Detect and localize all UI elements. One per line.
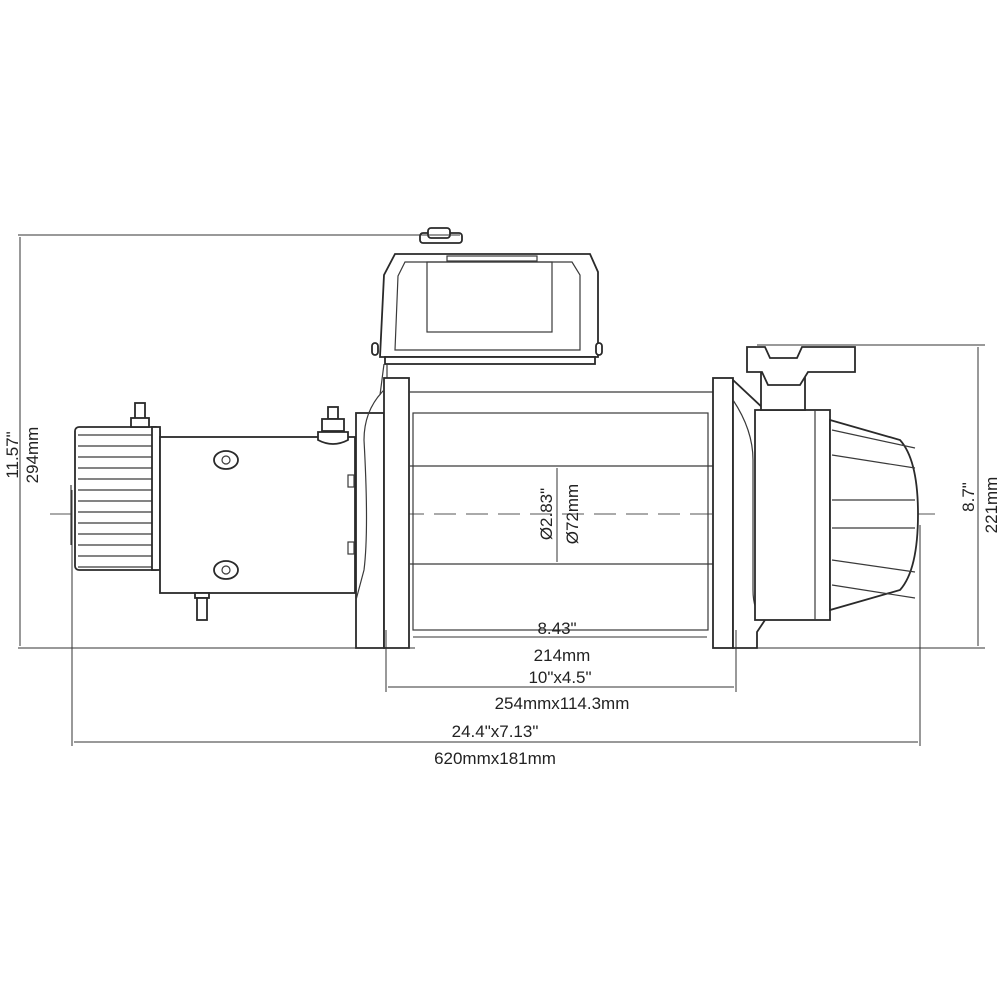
housing-rib: [831, 454, 916, 469]
control-box: [371, 227, 603, 396]
housing-rib: [831, 559, 916, 573]
overall-height-mm: 294mm: [23, 427, 42, 484]
drum-end-height-mm: 221mm: [982, 477, 1000, 534]
cable-drum: [409, 391, 713, 631]
clutch-handle: [746, 346, 856, 411]
overall-height-inch: 11.57": [3, 431, 22, 478]
gear-housing: [754, 409, 919, 621]
bolt-pattern-inch: 10"x4.5": [528, 668, 591, 687]
bolt-pattern-mm: 254mmx114.3mm: [495, 694, 630, 713]
overall-length-inch: 24.4"x7.13": [452, 722, 539, 741]
motor-screw-icon: [213, 450, 239, 470]
left-end-plate: [355, 377, 410, 649]
overall-length-mm: 620mmx181mm: [434, 749, 556, 768]
motor-body: [159, 436, 356, 594]
housing-rib: [831, 584, 916, 599]
motor-end-cap: [70, 426, 161, 571]
terminal-post-icon: [130, 402, 349, 621]
drum-length-inch: 8.43": [537, 619, 576, 638]
drum-end-height-inch: 8.7": [959, 482, 978, 512]
drum-length-mm: 214mm: [534, 646, 591, 665]
drum-diameter-inch: Ø2.83": [537, 488, 556, 540]
drum-diameter-mm: Ø72mm: [563, 484, 582, 544]
dimension-lines: [18, 234, 985, 746]
housing-rib: [831, 429, 916, 449]
motor-screw-icon: [213, 560, 239, 580]
